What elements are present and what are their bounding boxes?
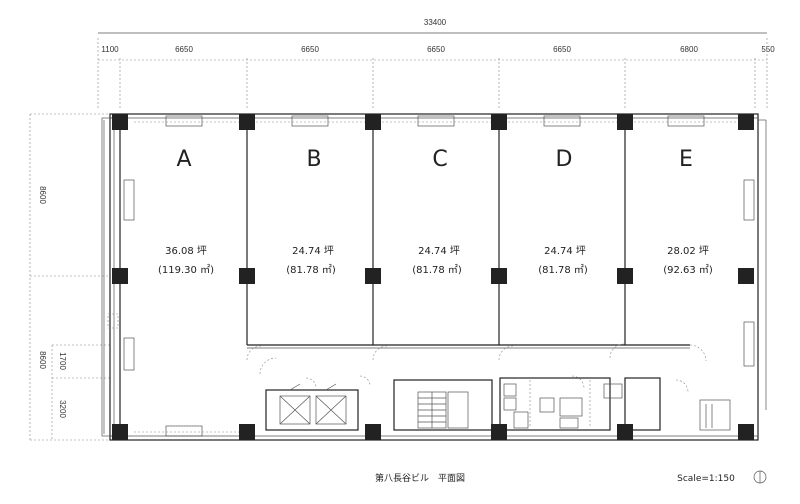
toilet-area (499, 377, 623, 431)
left-dim-3200: 3200 (58, 400, 67, 418)
unit-b-sqm: (81.78 ㎡) (286, 264, 336, 276)
unit-a-tsubo: 36.08 坪 (165, 244, 207, 257)
unit-e-tsubo: 28.02 坪 (667, 244, 709, 257)
scale-label: Scale=1:150 (677, 474, 735, 484)
unit-a-letter: A (176, 147, 191, 172)
unit-b-letter: B (306, 147, 321, 172)
unit-a-sqm: (119.30 ㎡) (158, 264, 214, 276)
left-dim-lower: 8600 (38, 351, 47, 369)
elevator-core (265, 383, 359, 431)
unit-d-letter: D (556, 147, 573, 172)
structural-columns (112, 114, 754, 440)
unit-b-tsubo: 24.74 坪 (292, 244, 334, 257)
building-outline (101, 113, 767, 441)
stairwell (393, 379, 493, 431)
tenant-partitions (119, 120, 690, 440)
unit-e-letter: E (679, 147, 693, 172)
service-shaft (624, 377, 731, 431)
dim-segment-4: 6650 (427, 45, 445, 54)
dim-segment-2: 6650 (175, 45, 193, 54)
north-arrow-icon (753, 470, 767, 484)
dim-segment-6: 6800 (680, 45, 698, 54)
unit-e-sqm: (92.63 ㎡) (663, 264, 713, 276)
windows (123, 115, 755, 437)
dim-segment-7: 550 (761, 45, 775, 54)
total-dimension: 33400 (424, 18, 447, 27)
unit-c-sqm: (81.78 ㎡) (412, 264, 462, 276)
left-dim-upper: 8600 (38, 186, 47, 204)
door-swings (107, 313, 707, 393)
dimension-guides (97, 38, 768, 108)
dim-segment-5: 6650 (553, 45, 571, 54)
dim-segment-3: 6650 (301, 45, 319, 54)
unit-d-tsubo: 24.74 坪 (544, 244, 586, 257)
left-dimension-guides (29, 113, 110, 441)
unit-d-sqm: (81.78 ㎡) (538, 264, 588, 276)
unit-c-tsubo: 24.74 坪 (418, 244, 460, 257)
plan-title: 第八長谷ビル 平面図 (375, 472, 465, 484)
unit-c-letter: C (432, 147, 447, 172)
dim-segment-1: 1100 (101, 45, 119, 54)
left-dim-1700: 1700 (58, 352, 67, 370)
